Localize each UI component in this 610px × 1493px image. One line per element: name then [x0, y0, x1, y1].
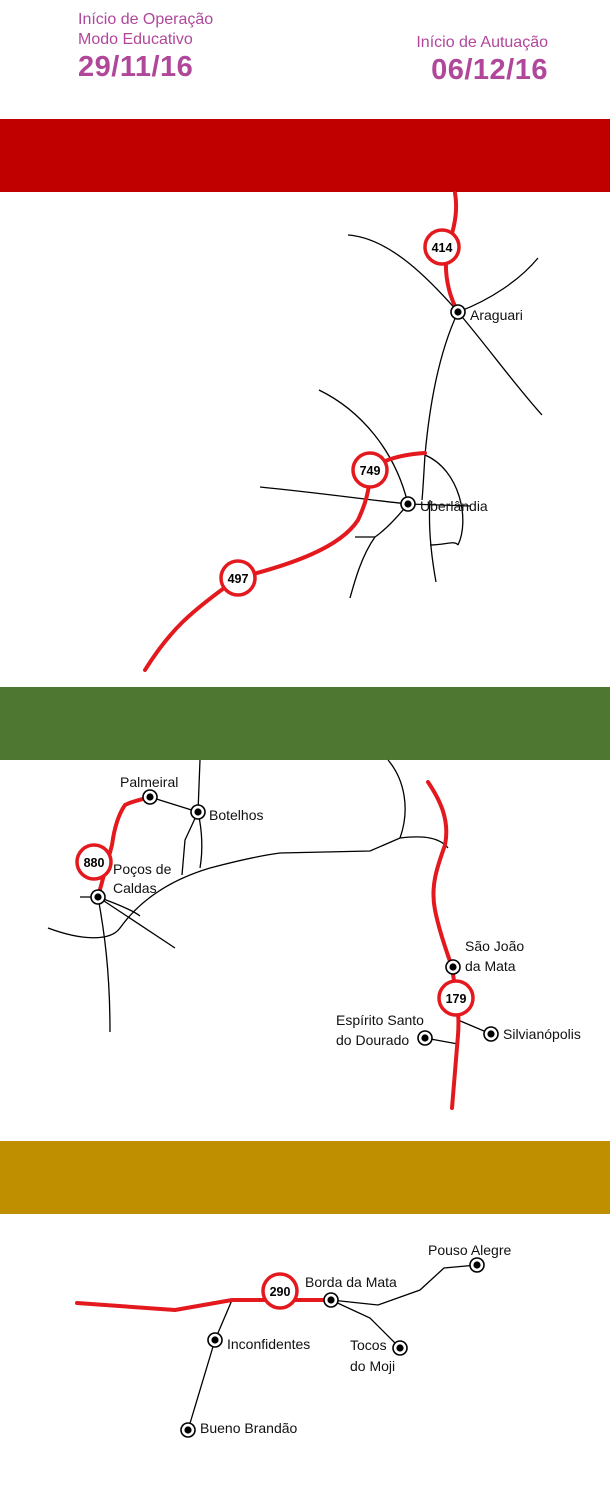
city-marker-silvianopolis — [483, 1026, 499, 1042]
city-label-sao-joao-line2: da Mata — [465, 958, 516, 974]
operation-start-label: Início de Operação — [78, 11, 214, 28]
city-label-botelhos: Botelhos — [209, 807, 263, 823]
road — [149, 796, 199, 813]
road — [97, 896, 176, 949]
road — [330, 1264, 478, 1306]
city-label-pocos-de-caldas-line2: Caldas — [113, 880, 157, 896]
city-marker-espirito-santo-do-dourado — [417, 1030, 433, 1046]
city-marker-uberlandia — [400, 496, 416, 512]
radar-marker-414: 414 — [423, 228, 461, 266]
road — [181, 811, 199, 876]
city-marker-pouso-alegre — [469, 1257, 485, 1273]
city-label-tocos-line1: Tocos — [350, 1337, 387, 1353]
city-label-bueno-brandao: Bueno Brandão — [200, 1420, 298, 1436]
city-label-pocos-de-caldas-line1: Poços de — [113, 861, 172, 877]
road — [47, 852, 281, 939]
svg-text:179: 179 — [446, 992, 467, 1006]
road — [421, 311, 459, 501]
city-marker-bueno-brandao — [180, 1422, 196, 1438]
city-label-espirito-santo-line2: do Dourado — [336, 1032, 409, 1048]
radar-marker-749: 749 — [351, 451, 389, 489]
road — [330, 1299, 401, 1349]
road — [259, 486, 409, 505]
city-label-araguari: Araguari — [470, 307, 523, 323]
city-label-uberlandia: Uberlândia — [420, 498, 488, 514]
radar-route — [143, 468, 372, 672]
band-green — [0, 687, 610, 760]
road — [457, 257, 539, 313]
enforcement-start-label: Início de Autuação — [416, 34, 548, 51]
city-marker-botelhos — [190, 804, 206, 820]
city-marker-pocos-de-caldas — [90, 889, 106, 905]
radar-marker-880: 880 — [75, 843, 113, 881]
band-gold — [0, 1141, 610, 1214]
map-section-araguari-uberlandia: Araguari Uberlândia 414 749 497 — [143, 191, 543, 672]
road — [457, 311, 543, 416]
city-marker-tocos-do-moji — [392, 1340, 408, 1356]
road — [428, 499, 437, 583]
city-marker-borda-da-mata — [323, 1292, 339, 1308]
educational-mode-label: Modo Educativo — [78, 31, 193, 48]
city-label-inconfidentes: Inconfidentes — [227, 1336, 310, 1352]
city-label-pouso-alegre: Pouso Alegre — [428, 1242, 511, 1258]
city-label-espirito-santo-line1: Espírito Santo — [336, 1012, 424, 1028]
svg-text:414: 414 — [432, 241, 453, 255]
road — [97, 896, 111, 1033]
city-marker-araguari — [450, 304, 466, 320]
road — [318, 389, 409, 505]
band-red — [0, 119, 610, 192]
radar-marker-290: 290 — [261, 1272, 299, 1310]
city-label-silvianopolis: Silvianópolis — [503, 1026, 581, 1042]
svg-text:497: 497 — [228, 572, 249, 586]
svg-text:749: 749 — [360, 464, 381, 478]
road — [347, 234, 459, 313]
radar-marker-497: 497 — [219, 559, 257, 597]
road — [197, 759, 201, 813]
svg-text:290: 290 — [270, 1285, 291, 1299]
city-marker-inconfidentes — [207, 1332, 223, 1348]
city-label-sao-joao-line1: São João — [465, 938, 524, 954]
header-right: Início de Autuação 06/12/16 — [416, 33, 548, 87]
city-label-palmeiral: Palmeiral — [120, 774, 178, 790]
city-marker-sao-joao-da-mata — [445, 959, 461, 975]
city-marker-palmeiral — [142, 789, 158, 805]
road — [387, 759, 406, 839]
map-section-borda-da-mata: Pouso Alegre Borda da Mata Inconfidentes… — [75, 1242, 511, 1438]
city-label-borda-da-mata: Borda da Mata — [305, 1274, 397, 1290]
road — [407, 503, 471, 507]
radar-route — [426, 780, 461, 1110]
road — [279, 836, 449, 854]
svg-text:880: 880 — [84, 856, 105, 870]
enforcement-start-date: 06/12/16 — [431, 54, 548, 86]
radar-marker-179: 179 — [437, 979, 475, 1017]
road — [197, 811, 203, 869]
operation-start-date: 29/11/16 — [78, 51, 194, 83]
road — [424, 454, 464, 546]
road — [187, 1339, 216, 1431]
road — [429, 542, 459, 546]
header-left: Início de Operação Modo Educativo 29/11/… — [78, 10, 213, 84]
map-section-pocos-sao-joao: Palmeiral Botelhos Poços de Caldas São J… — [47, 759, 581, 1110]
city-label-tocos-line2: do Moji — [350, 1358, 395, 1374]
